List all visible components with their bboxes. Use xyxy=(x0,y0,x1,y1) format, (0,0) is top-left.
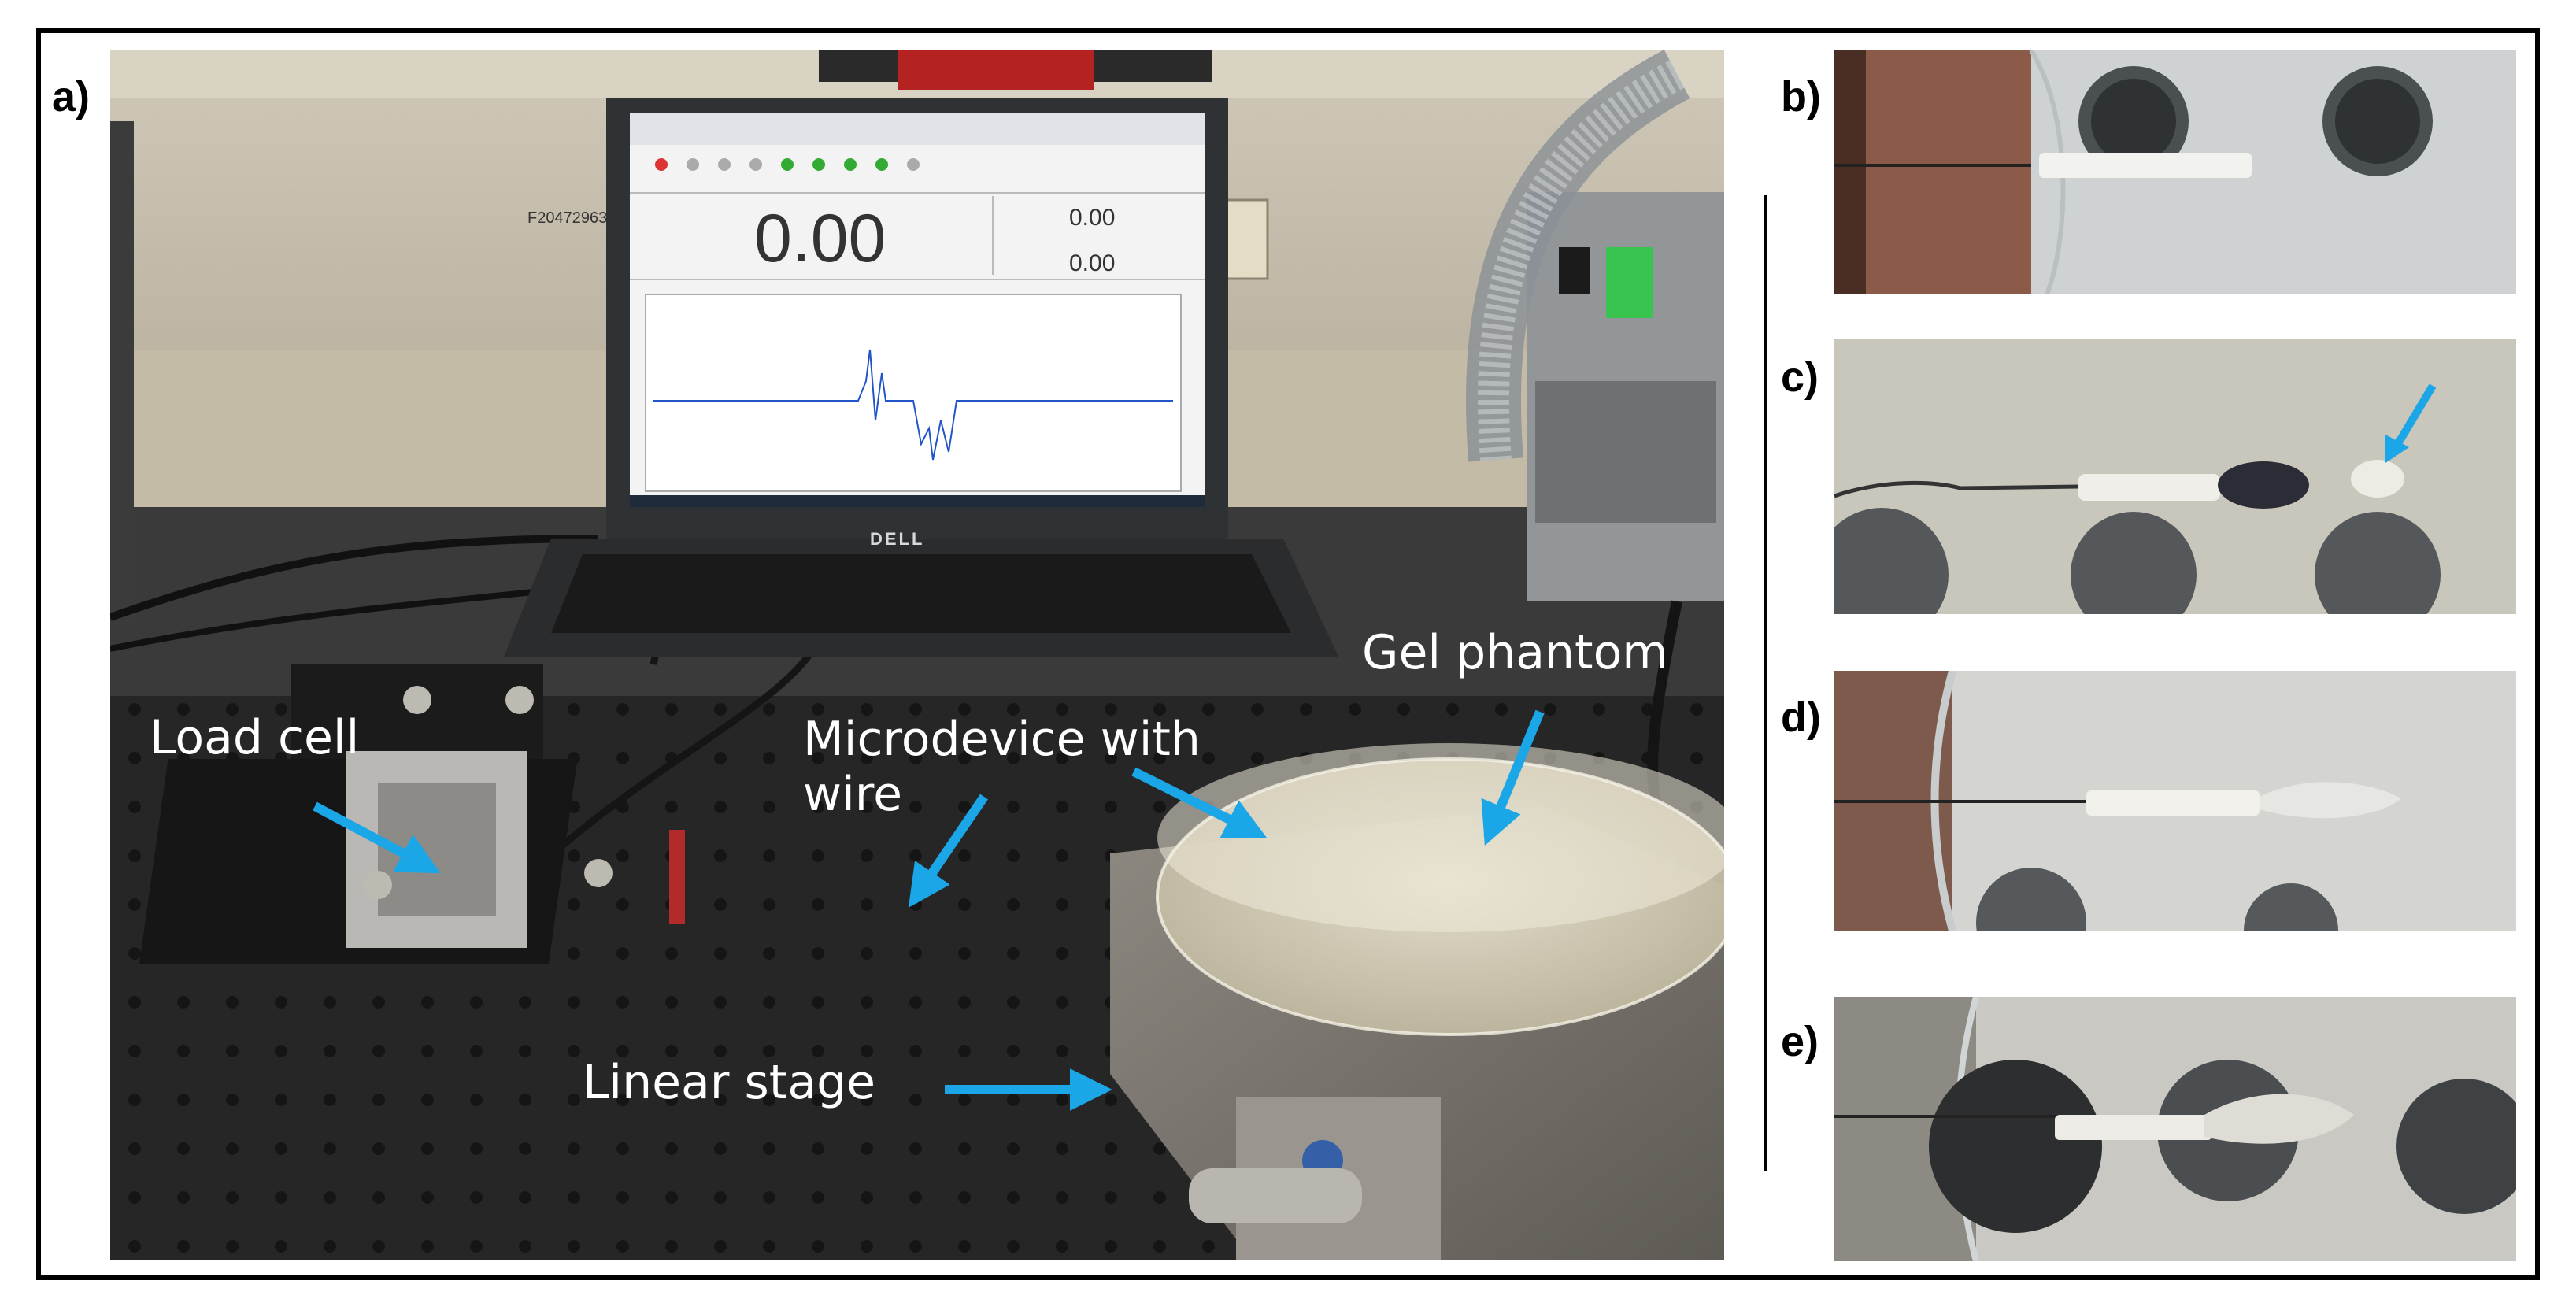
annotation-arrows xyxy=(313,709,1545,1111)
arrow-microdevice xyxy=(908,794,988,908)
arrow-load-cell xyxy=(313,801,441,874)
label-gel-phantom: Gel phantom xyxy=(1362,625,1668,680)
label-linear-stage: Linear stage xyxy=(583,1055,876,1110)
arrow-gel-left xyxy=(1131,767,1268,839)
laptop-device-id: F204729635 xyxy=(527,209,616,227)
laptop-reading-1: 0.00 xyxy=(1069,205,1116,231)
panel-label-d: d) xyxy=(1781,694,1821,741)
laptop-brand: DELL xyxy=(870,529,925,549)
panel-label-b: b) xyxy=(1781,73,1821,120)
laptop-reading-2: 0.00 xyxy=(1069,250,1116,276)
photo-panel-e xyxy=(1834,997,2516,1261)
photo-panel-b xyxy=(1834,50,2516,294)
label-load-cell: Load cell xyxy=(150,710,360,765)
arrow-gel-right xyxy=(1481,709,1545,846)
panel-label-e: e) xyxy=(1781,1018,1819,1065)
photo-experimental-setup: Load cell Microdevice with wire Gel phan… xyxy=(110,50,1724,1260)
photo-panel-d xyxy=(1834,671,2516,931)
label-microdevice-line1: Microdevice with xyxy=(803,712,1201,767)
panel-label-c: c) xyxy=(1781,353,1819,401)
laptop-main-reading: 0.00 xyxy=(754,201,886,276)
label-microdevice-line2: wire xyxy=(803,767,903,822)
setup-illustration xyxy=(110,50,1724,1260)
panel-label-a: a) xyxy=(52,73,91,120)
photo-panel-c xyxy=(1834,339,2516,614)
panel-separator xyxy=(1764,195,1767,1171)
